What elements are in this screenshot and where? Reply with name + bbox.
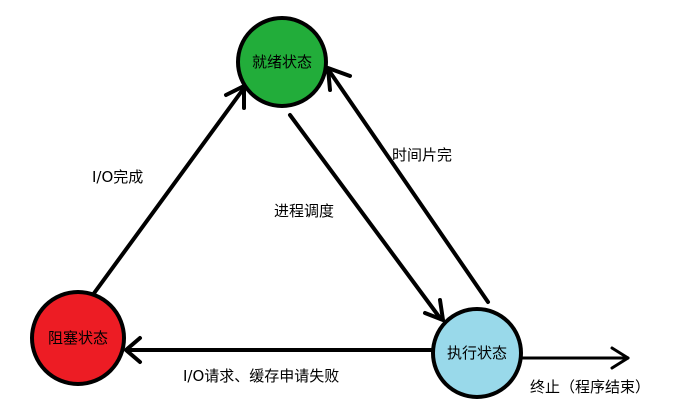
- node-blocked-label: 阻塞状态: [48, 329, 108, 347]
- edge-terminate: [518, 346, 630, 370]
- edge-io-complete-line: [90, 86, 246, 298]
- edge-io-request-label: I/O请求、缓存申请失败: [183, 367, 339, 385]
- edge-schedule-line: [288, 113, 442, 320]
- node-ready-circle: [236, 16, 328, 108]
- node-ready-label: 就绪状态: [252, 53, 312, 71]
- node-running: 执行状态: [431, 307, 523, 399]
- node-blocked-circle: [30, 290, 126, 386]
- edge-time-slice-line: [328, 70, 490, 304]
- node-blocked: 阻塞状态: [30, 290, 126, 386]
- edge-io-request-arrowhead: [124, 336, 142, 364]
- node-running-label: 执行状态: [447, 344, 507, 362]
- edge-time-slice: [326, 66, 490, 304]
- node-running-circle: [431, 307, 523, 399]
- edge-schedule-label: 进程调度: [274, 202, 334, 220]
- edge-io-complete-label: I/O完成: [92, 168, 143, 186]
- edge-io-request: [124, 336, 436, 364]
- edge-terminate-arrowhead: [610, 346, 630, 370]
- edge-schedule-arrowhead: [423, 298, 445, 322]
- edge-io-complete: [90, 84, 246, 298]
- edge-terminate-label: 终止（程序结束）: [530, 378, 650, 396]
- edge-schedule: [288, 113, 445, 322]
- edge-time-slice-arrowhead: [326, 66, 352, 92]
- node-ready: 就绪状态: [236, 16, 328, 108]
- edge-time-slice-label: 时间片完: [392, 146, 452, 164]
